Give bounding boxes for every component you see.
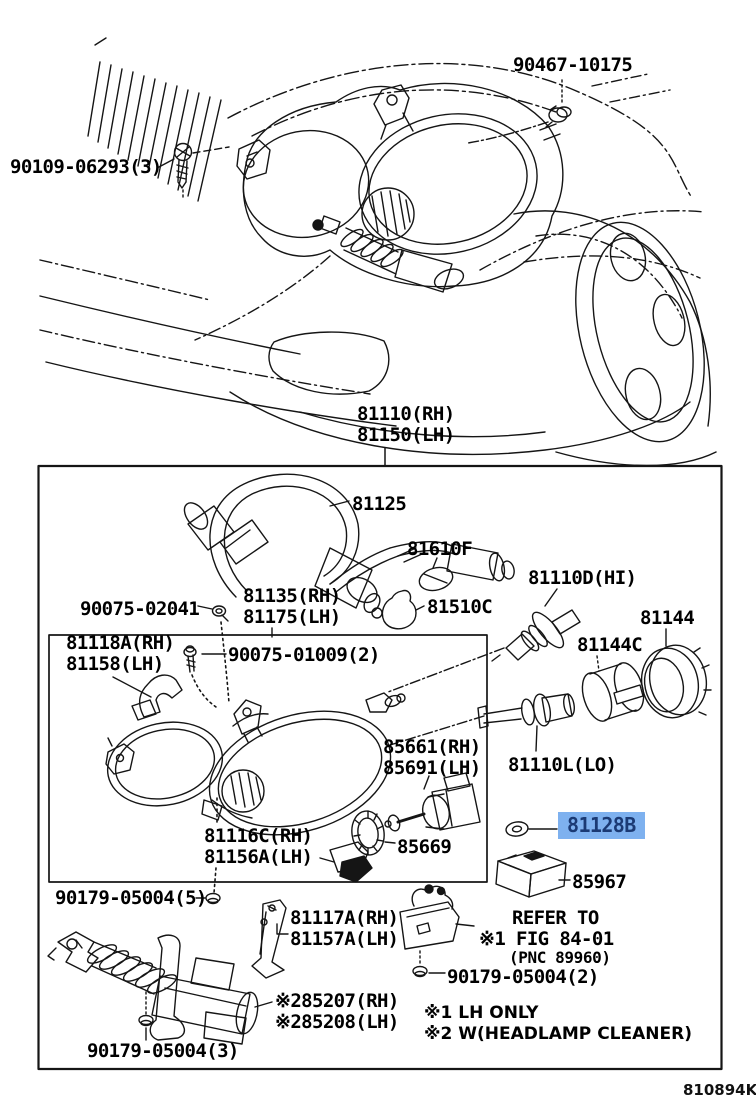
part-label-81118a-rh[interactable]: 81118A(RH) — [66, 632, 175, 654]
figure-code: 810894K — [683, 1081, 756, 1099]
part-label-85207-rh[interactable]: ※285207(RH) — [275, 990, 399, 1012]
part-label-81117a-rh[interactable]: 81117A(RH) — [290, 907, 399, 929]
part-label-81144c[interactable]: 81144C — [577, 634, 643, 656]
part-label-85661-rh[interactable]: 85661(RH) — [383, 736, 481, 758]
part-label-81610f[interactable]: 81610F — [407, 538, 473, 560]
part-label-81510c[interactable]: 81510C — [427, 596, 493, 618]
part-label-81125[interactable]: 81125 — [352, 493, 407, 515]
part-label-90109-06293[interactable]: 90109-06293(3) — [10, 156, 162, 178]
refer-to-line1: REFER TO — [512, 907, 599, 929]
footnote-headlamp-cleaner: ※2 W(HEADLAMP CLEANER) — [424, 1024, 692, 1044]
part-label-81116c-rh[interactable]: 81116C(RH) — [204, 825, 313, 847]
part-label-81110d-hi[interactable]: 81110D(HI) — [528, 567, 637, 589]
footnote-lh-only: ※1 LH ONLY — [424, 1003, 539, 1023]
part-label-81110-rh[interactable]: 81110(RH) — [357, 403, 455, 425]
part-label-90179-05004-5[interactable]: 90179-05004(5) — [55, 887, 207, 909]
car-front-sketch — [39, 37, 717, 467]
part-label-90075-02041[interactable]: 90075-02041 — [80, 598, 200, 620]
part-label-81156a-lh[interactable]: 81156A(LH) — [204, 846, 313, 868]
refer-to-pnc: (PNC 89960) — [509, 948, 611, 967]
part-label-85208-lh[interactable]: ※285208(LH) — [275, 1011, 399, 1033]
refer-to-line2: ※1 FIG 84-01 — [479, 928, 614, 950]
part-label-81110l-lo[interactable]: 81110L(LO) — [508, 754, 617, 776]
part-label-81158-lh[interactable]: 81158(LH) — [66, 653, 164, 675]
part-label-85691-lh[interactable]: 85691(LH) — [383, 757, 481, 779]
part-label-85967[interactable]: 85967 — [572, 871, 627, 893]
part-label-81175-lh[interactable]: 81175(LH) — [243, 606, 341, 628]
part-label-81144[interactable]: 81144 — [640, 607, 695, 629]
part-label-81150-lh[interactable]: 81150(LH) — [357, 424, 455, 446]
exploded-parts-sketch — [47, 473, 712, 1045]
part-label-81128b-highlighted[interactable]: 81128B — [558, 812, 645, 839]
part-label-90179-05004-3[interactable]: 90179-05004(3) — [87, 1040, 239, 1062]
part-label-85669[interactable]: 85669 — [397, 836, 452, 858]
part-label-90075-01009[interactable]: 90075-01009(2) — [228, 644, 380, 666]
part-label-90467-10175[interactable]: 90467-10175 — [513, 54, 633, 76]
part-label-81135-rh[interactable]: 81135(RH) — [243, 585, 341, 607]
part-label-81157a-lh[interactable]: 81157A(LH) — [290, 928, 399, 950]
part-label-90179-05004-2[interactable]: 90179-05004(2) — [447, 966, 599, 988]
parts-box-frame — [37, 464, 723, 1071]
